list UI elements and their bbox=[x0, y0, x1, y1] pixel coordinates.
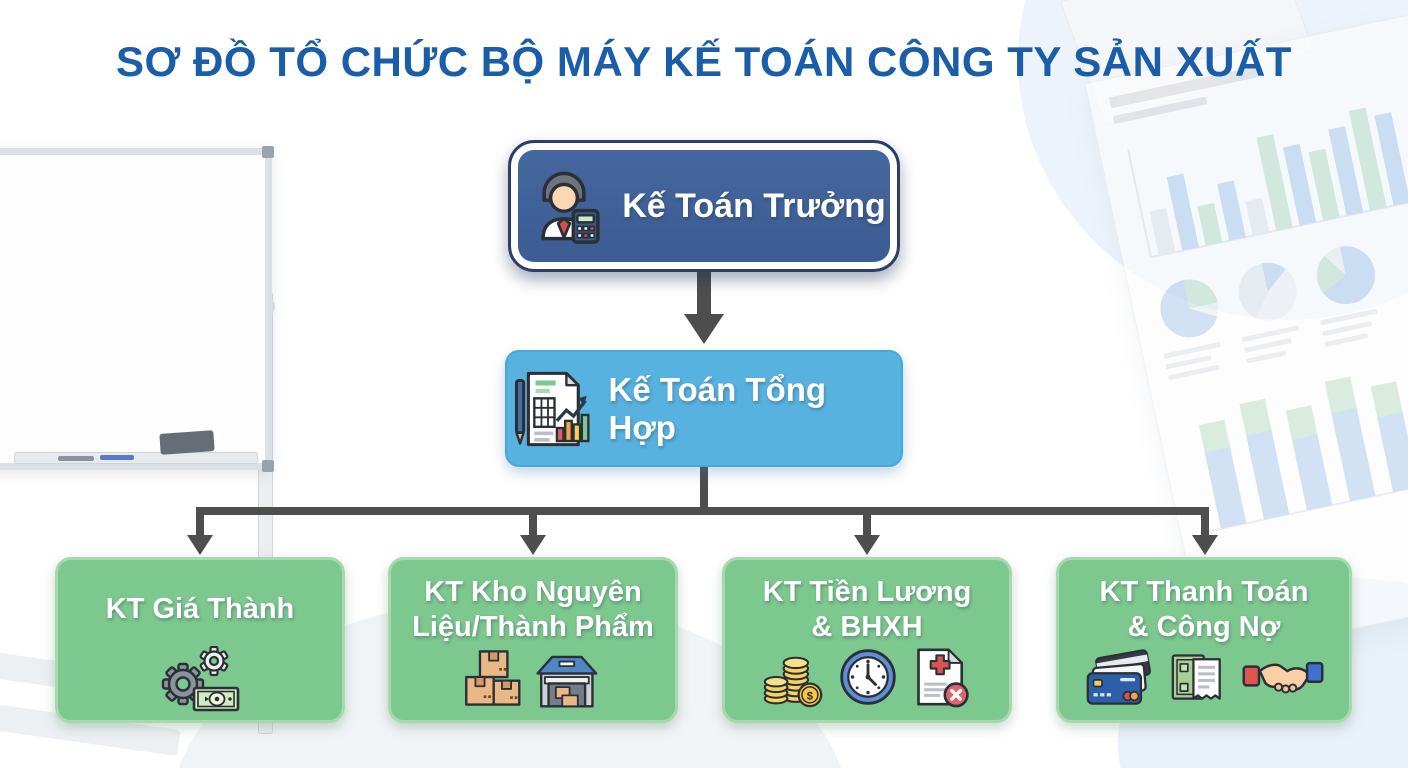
node-label: KT Giá Thành bbox=[105, 593, 295, 626]
arrow-down-icon bbox=[520, 535, 546, 555]
arrow-down-icon bbox=[187, 535, 213, 555]
dept-icon-row bbox=[458, 646, 608, 710]
arrow-down-icon bbox=[854, 535, 880, 555]
clock-icon bbox=[840, 649, 896, 705]
connector-horizontal-bar bbox=[196, 507, 1209, 515]
pie-chart-decoration bbox=[1233, 257, 1303, 327]
report-paper-decoration bbox=[1084, 13, 1408, 661]
connector-drop bbox=[1201, 510, 1209, 537]
bill-receipt-icon bbox=[1171, 654, 1221, 700]
financial-report-icon bbox=[514, 371, 590, 446]
node-dept-payment-debt[interactable]: KT Thanh Toán & Công Nợ bbox=[1056, 557, 1352, 723]
svg-text:$: $ bbox=[807, 691, 814, 703]
grouped-bar-chart-decoration bbox=[1127, 107, 1408, 259]
whiteboard-marker bbox=[58, 456, 94, 461]
stacked-bar-chart-decoration bbox=[1198, 376, 1408, 533]
whiteboard-marker bbox=[100, 455, 134, 460]
node-dept-payroll-insurance[interactable]: KT Tiền Lương & BHXH bbox=[722, 557, 1012, 723]
gears-icon bbox=[161, 646, 240, 712]
connector-drop bbox=[529, 510, 537, 537]
handshake-icon bbox=[1242, 661, 1324, 694]
node-label: Kế Toán Trưởng bbox=[622, 186, 886, 225]
connector-drop bbox=[863, 510, 871, 537]
node-label: KT Kho Nguyên Liệu/Thành Phẩm bbox=[412, 575, 654, 643]
node-label: KT Thanh Toán & Công Nợ bbox=[1099, 575, 1309, 643]
whiteboard-corner-cap bbox=[262, 146, 274, 158]
dept-icon-row bbox=[154, 646, 246, 712]
pie-chart-decoration bbox=[1311, 240, 1381, 310]
arrow-down-icon bbox=[1192, 535, 1218, 555]
connector-stem bbox=[700, 464, 708, 510]
coin-stacks-icon: $ bbox=[763, 656, 823, 708]
node-label: KT Tiền Lương & BHXH bbox=[762, 575, 972, 643]
node-dept-cost-accounting[interactable]: KT Giá Thành bbox=[55, 557, 345, 723]
whiteboard-corner-cap bbox=[262, 460, 274, 472]
dept-icon-row bbox=[1084, 646, 1324, 708]
node-dept-inventory-accounting[interactable]: KT Kho Nguyên Liệu/Thành Phẩm bbox=[388, 557, 678, 723]
page-title: SƠ ĐỒ TỔ CHỨC BỘ MÁY KẾ TOÁN CÔNG TY SẢN… bbox=[116, 38, 1292, 85]
node-label: Kế Toán Tổng Hợp bbox=[608, 370, 827, 446]
warehouse-icon bbox=[536, 655, 598, 708]
cardboard-boxes-icon bbox=[465, 650, 598, 708]
node-chief-accountant[interactable]: Kế Toán Trưởng bbox=[508, 140, 900, 272]
banknote-icon bbox=[192, 686, 240, 712]
whiteboard-eraser bbox=[159, 430, 215, 455]
accountant-calculator-icon bbox=[541, 171, 600, 244]
connector-root-to-general bbox=[697, 270, 711, 316]
pie-chart-decoration bbox=[1155, 274, 1224, 343]
whiteboard-tray bbox=[14, 452, 258, 464]
insurance-document-icon bbox=[917, 648, 969, 708]
node-general-accountant[interactable]: Kế Toán Tổng Hợp bbox=[505, 350, 903, 467]
arrow-down-icon bbox=[684, 314, 724, 344]
dept-icon-row: $ bbox=[761, 646, 973, 708]
credit-cards-icon bbox=[1086, 649, 1151, 705]
connector-drop bbox=[196, 510, 204, 537]
whiteboard-surface bbox=[0, 146, 274, 472]
